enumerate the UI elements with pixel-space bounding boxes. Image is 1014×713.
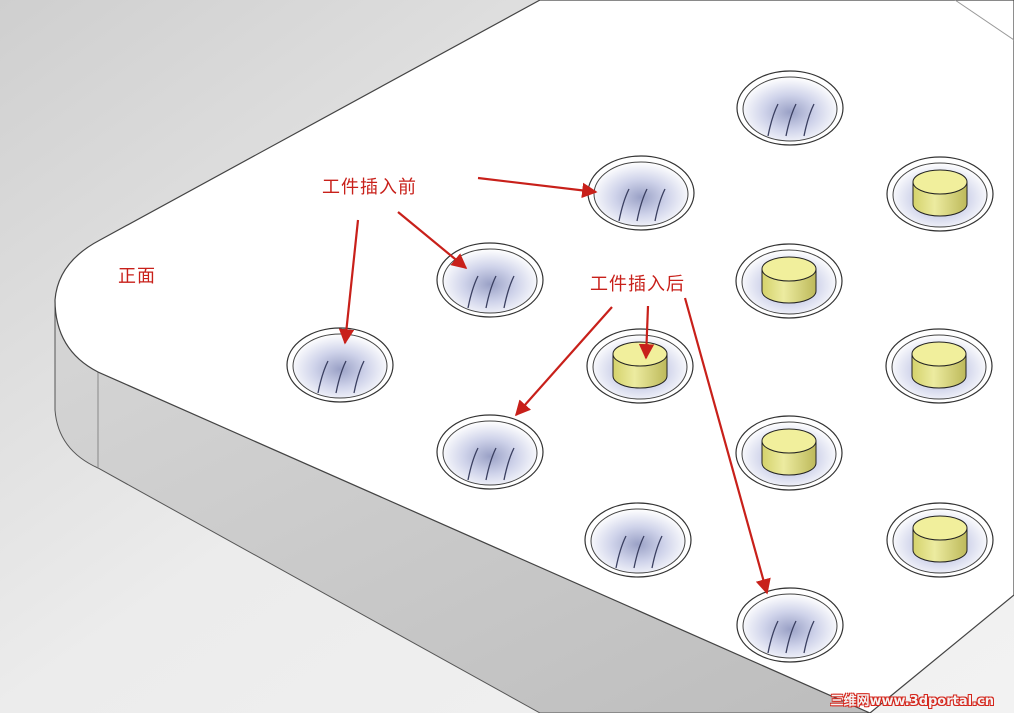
cone-line — [803, 620, 815, 654]
hole-r4c1 — [586, 328, 694, 404]
cone-line — [785, 103, 797, 137]
hole-cavity — [590, 508, 686, 574]
hole-r3c1 — [735, 243, 843, 319]
cone-line — [767, 103, 779, 137]
hole-r6c1 — [886, 502, 994, 578]
label-after-insert: 工件插入后 — [590, 274, 685, 295]
cone-line — [467, 447, 479, 481]
cone-line — [485, 447, 497, 481]
arrow-after-2 — [638, 305, 655, 360]
cone-line — [317, 360, 329, 394]
hole-r2c2 — [886, 156, 994, 232]
arrow-before-1 — [477, 176, 598, 199]
cone-line — [803, 103, 815, 137]
cone-line — [633, 535, 645, 569]
hole-r5c1 — [735, 415, 843, 491]
arrow-before-2 — [397, 211, 468, 269]
label-front: 正面 — [118, 266, 156, 287]
cone-line — [767, 620, 779, 654]
cone-line — [636, 188, 648, 222]
hole-r5c0 — [436, 414, 544, 490]
annotation-arrows — [338, 176, 771, 595]
hole-r2c1 — [587, 155, 695, 231]
hole-r6c0 — [584, 502, 692, 578]
arrow-after-1 — [514, 306, 613, 417]
cone-line — [485, 275, 497, 309]
arrow-after-3 — [683, 297, 771, 595]
workpiece-top — [911, 341, 967, 367]
hole-r1c1 — [736, 70, 844, 146]
hole-cavity — [742, 76, 838, 142]
hole-r3c0 — [436, 242, 544, 318]
label-before-insert: 工件插入前 — [322, 177, 417, 198]
hole-cavity — [442, 420, 538, 486]
plate-top-face — [54, 0, 1014, 713]
hole-cavity — [442, 248, 538, 314]
arrow-before-3 — [338, 219, 360, 345]
cone-line — [618, 188, 630, 222]
hole-cavity — [292, 333, 388, 399]
hole-cavity — [742, 593, 838, 659]
hole-r4c0 — [286, 327, 394, 403]
watermark: 三维网www.3dportal.cn — [830, 694, 994, 709]
cone-line — [503, 275, 515, 309]
workpiece-top — [761, 256, 817, 282]
cone-line — [651, 535, 663, 569]
workpiece-top — [912, 515, 968, 541]
hole-cavity — [593, 161, 689, 227]
cone-line — [654, 188, 666, 222]
cone-line — [503, 447, 515, 481]
cone-line — [785, 620, 797, 654]
plate-back-edge — [954, 0, 1014, 41]
cone-line — [353, 360, 365, 394]
workpiece-top — [761, 428, 817, 454]
hole-r7c0 — [736, 587, 844, 663]
workpiece-top — [912, 169, 968, 195]
cone-line — [467, 275, 479, 309]
workpiece-top — [612, 341, 668, 367]
cone-line — [335, 360, 347, 394]
hole-r4c2 — [885, 328, 993, 404]
cone-line — [615, 535, 627, 569]
